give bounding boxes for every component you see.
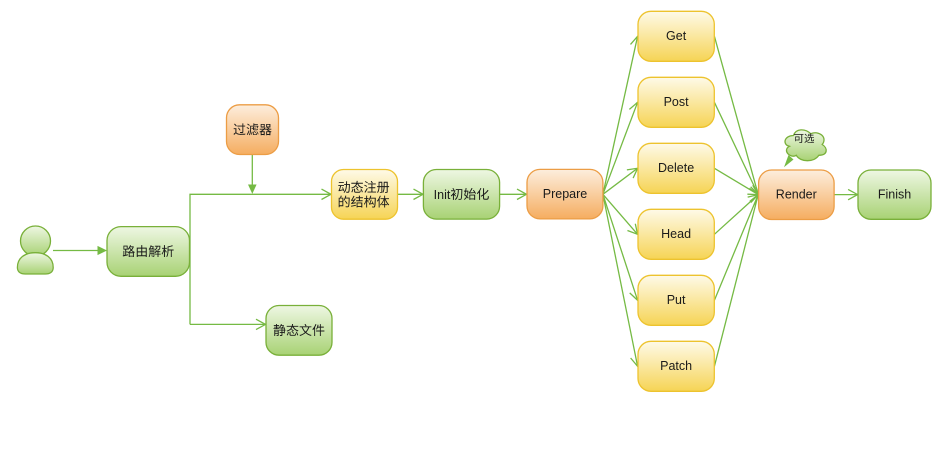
svg-text:Get: Get xyxy=(666,29,687,43)
svg-text:Init: Init xyxy=(434,188,451,202)
svg-text:Patch: Patch xyxy=(660,359,692,373)
svg-text:Head: Head xyxy=(661,227,691,241)
svg-text:Render: Render xyxy=(776,188,817,202)
svg-text:Post: Post xyxy=(664,95,690,109)
svg-text:Prepare: Prepare xyxy=(543,187,588,201)
svg-text:Finish: Finish xyxy=(878,188,911,202)
svg-text:Delete: Delete xyxy=(658,161,694,175)
svg-text:Put: Put xyxy=(667,293,686,307)
